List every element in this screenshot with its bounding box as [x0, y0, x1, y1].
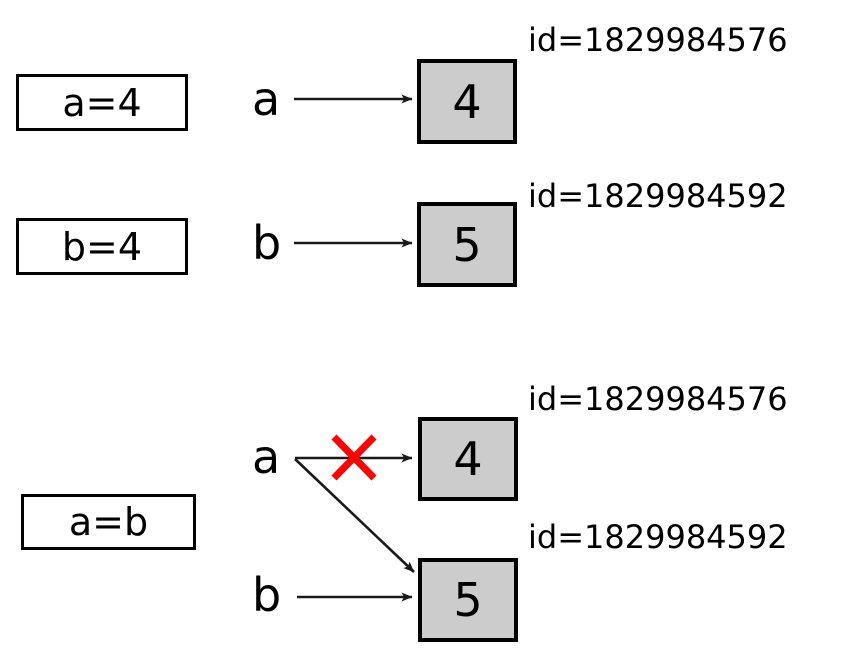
- code-label-text: a=b: [68, 500, 149, 544]
- code-label-text: a=4: [62, 80, 142, 125]
- id-label-row3: id=1829984576: [528, 380, 788, 418]
- object-value-text: 4: [452, 74, 482, 129]
- object-box-value-4-row1: 4: [417, 59, 517, 144]
- code-label-box-a-equals-4: a=4: [16, 74, 188, 131]
- code-label-box-a-equals-b: a=b: [21, 494, 196, 550]
- object-value-text: 5: [452, 217, 482, 272]
- object-box-value-5-row4: 5: [418, 558, 518, 642]
- variable-name-a-row3: a: [252, 430, 281, 484]
- variable-name-a-row1: a: [252, 72, 281, 126]
- id-label-row2: id=1829984592: [528, 177, 788, 215]
- code-label-box-b-equals-4: b=4: [16, 218, 188, 275]
- cross-out-icon: [331, 434, 377, 481]
- id-label-row4: id=1829984592: [528, 518, 788, 556]
- arrow-a-to-value-5-diagonal: [294, 458, 415, 573]
- variable-name-b-row4: b: [252, 568, 282, 622]
- object-value-text: 4: [453, 432, 483, 486]
- object-box-value-5-row2: 5: [417, 202, 517, 287]
- variable-name-b-row2: b: [252, 216, 282, 270]
- id-label-row1: id=1829984576: [528, 21, 788, 59]
- code-label-text: b=4: [61, 224, 143, 269]
- object-value-text: 5: [453, 573, 483, 627]
- object-box-value-4-row3: 4: [418, 417, 518, 501]
